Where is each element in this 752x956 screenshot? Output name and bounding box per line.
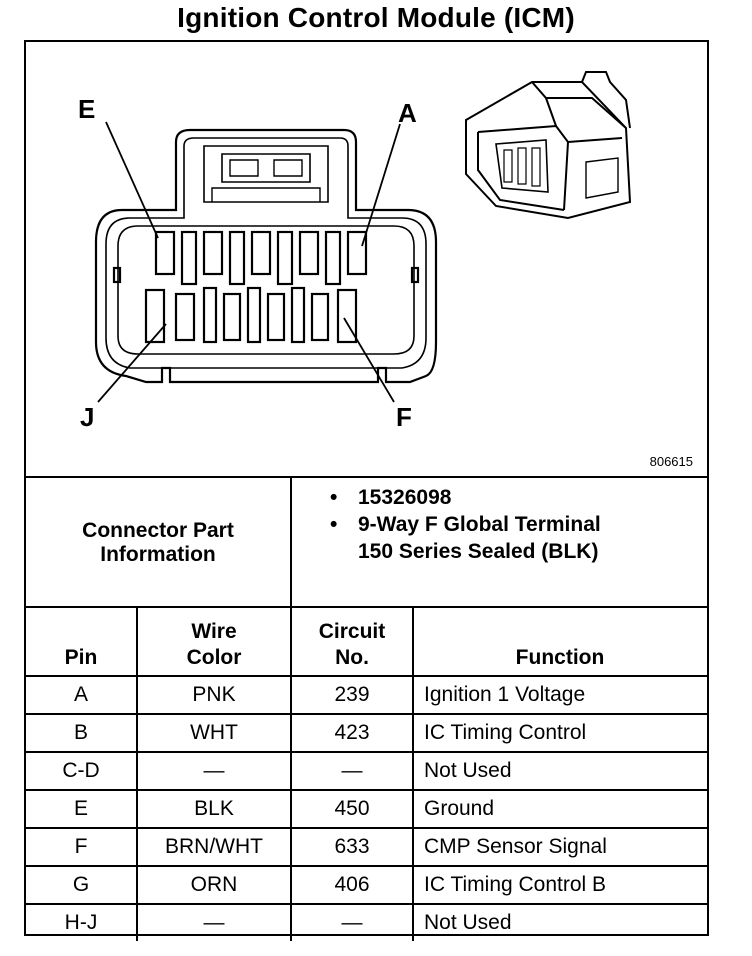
circuit-cell: 239 <box>290 675 414 715</box>
pin-cell: H-J <box>26 903 138 941</box>
wire-color-cell: WHT <box>136 713 292 753</box>
pin-label-e: E <box>78 94 96 124</box>
header-wire-color: Wire Color <box>136 606 292 677</box>
function-cell: Not Used <box>412 903 707 941</box>
circuit-cell: 423 <box>290 713 414 753</box>
circuit-cell: — <box>290 903 414 941</box>
wire-color-cell: — <box>136 903 292 941</box>
header-function: Function <box>412 606 707 677</box>
wire-color-cell: BLK <box>136 789 292 829</box>
pin-label-j: J <box>80 402 95 432</box>
table-row: C-D — — Not Used <box>26 751 707 791</box>
table-row: E BLK 450 Ground <box>26 789 707 829</box>
pin-label-f: F <box>396 402 412 432</box>
function-cell: CMP Sensor Signal <box>412 827 707 867</box>
circuit-cell: 406 <box>290 865 414 905</box>
pin-cell: E <box>26 789 138 829</box>
pin-cell: B <box>26 713 138 753</box>
circuit-cell: 633 <box>290 827 414 867</box>
wire-color-cell: ORN <box>136 865 292 905</box>
function-cell: IC Timing Control B <box>412 865 707 905</box>
table-row: G ORN 406 IC Timing Control B <box>26 865 707 905</box>
pin-cell: G <box>26 865 138 905</box>
header-circuit-no: Circuit No. <box>290 606 414 677</box>
circuit-cell: 450 <box>290 789 414 829</box>
connector-info-heading-line2: Information <box>100 542 216 566</box>
wire-color-cell: — <box>136 751 292 791</box>
pin-label-a: A <box>398 98 417 128</box>
function-cell: IC Timing Control <box>412 713 707 753</box>
connector-info-table: Connector Part Information 15326098 9-Wa… <box>26 476 707 607</box>
connector-3d-view <box>465 71 632 220</box>
pin-cell: A <box>26 675 138 715</box>
table-row: F BRN/WHT 633 CMP Sensor Signal <box>26 827 707 867</box>
function-cell: Ground <box>412 789 707 829</box>
pin-cell: F <box>26 827 138 867</box>
connector-info-heading-line1: Connector Part <box>82 518 234 542</box>
connector-diagram: E A J F 806615 <box>26 42 707 474</box>
circuit-cell: — <box>290 751 414 791</box>
header-pin: Pin <box>26 606 138 677</box>
connector-face-drawing <box>94 71 632 403</box>
table-row: B WHT 423 IC Timing Control <box>26 713 707 753</box>
connector-info-heading: Connector Part Information <box>26 476 292 607</box>
wire-color-cell: BRN/WHT <box>136 827 292 867</box>
figure-reference-number: 806615 <box>649 454 693 469</box>
connector-info-details: 15326098 9-Way F Global Terminal 150 Ser… <box>291 476 707 607</box>
table-row: A PNK 239 Ignition 1 Voltage <box>26 675 707 715</box>
document-frame: E A J F 806615 Connector Part Informatio… <box>24 40 709 941</box>
pin-cell: C-D <box>26 751 138 791</box>
pin-table: Pin Wire Color Circuit No. Function A PN… <box>26 606 707 941</box>
connector-description: 9-Way F Global Terminal 150 Series Seale… <box>330 511 608 565</box>
function-cell: Ignition 1 Voltage <box>412 675 707 715</box>
function-cell: Not Used <box>412 751 707 791</box>
page-title: Ignition Control Module (ICM) <box>177 2 575 33</box>
table-row: H-J — — Not Used <box>26 903 707 941</box>
wire-color-cell: PNK <box>136 675 292 715</box>
connector-part-number: 15326098 <box>330 484 707 511</box>
